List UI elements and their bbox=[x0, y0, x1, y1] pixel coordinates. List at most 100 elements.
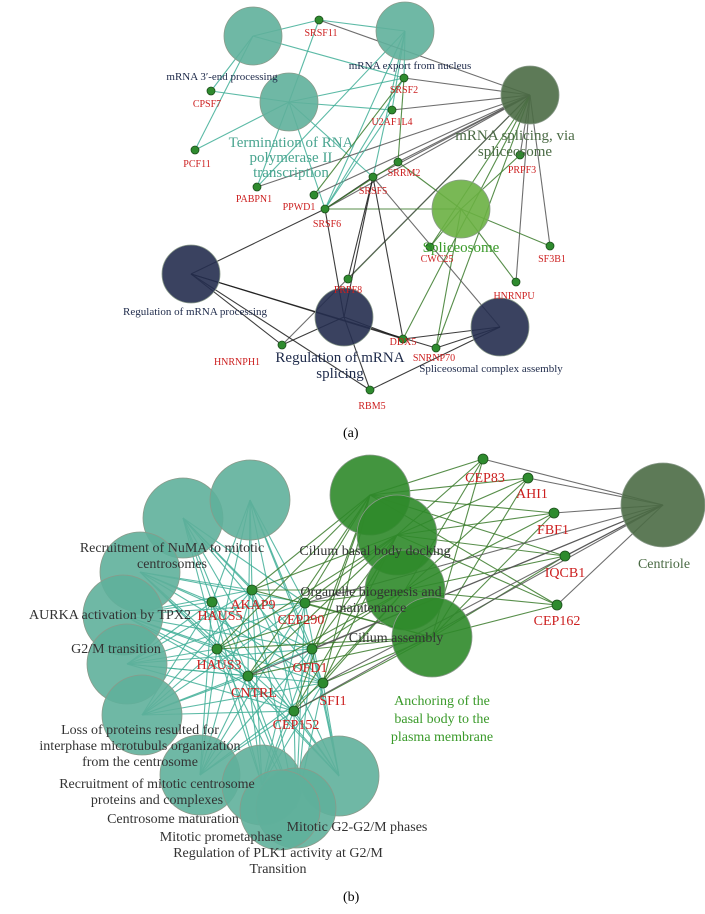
panel-b-gene-label: AHI1 bbox=[516, 487, 548, 502]
panel-b-gene-node bbox=[299, 597, 311, 609]
edge bbox=[318, 19, 531, 96]
edge bbox=[347, 176, 374, 280]
panel-b-gene-node bbox=[211, 643, 223, 655]
panel-a-gene-label: PABPN1 bbox=[236, 194, 272, 205]
panel-b-gene-node bbox=[559, 550, 571, 562]
panel-b-gene-label: OFD1 bbox=[292, 661, 327, 676]
panel-b-term-label: Centriole bbox=[638, 557, 690, 572]
panel-b-term-node bbox=[101, 674, 183, 756]
panel-a-gene-label: CWC25 bbox=[421, 254, 454, 265]
edges bbox=[122, 19, 664, 809]
panel-b-term-node bbox=[391, 596, 473, 678]
panel-b-term-node bbox=[239, 769, 321, 851]
panel-a-term-node bbox=[259, 72, 319, 132]
panel-a-gene-node bbox=[309, 190, 319, 200]
panel-a-gene-node bbox=[515, 150, 525, 160]
panel-a-gene-label: PPWD1 bbox=[283, 202, 316, 213]
panel-a-gene-node bbox=[398, 334, 408, 344]
edge bbox=[515, 94, 531, 283]
panel-a-term-node bbox=[223, 6, 283, 66]
edge bbox=[322, 504, 664, 684]
panel-a-gene-label: HNRNPH1 bbox=[214, 357, 260, 368]
panel-b-term-label: Cilium assembly bbox=[349, 631, 444, 646]
panel-a-gene-label: SNRNP70 bbox=[413, 353, 455, 364]
edge bbox=[190, 273, 371, 391]
panel-a-gene-label: PCF11 bbox=[183, 159, 210, 170]
panel-a-gene-node bbox=[314, 15, 324, 25]
edge bbox=[324, 161, 399, 210]
panel-a-gene-node bbox=[387, 105, 397, 115]
panel-a-term-label: mRNA export from nucleus bbox=[349, 60, 472, 72]
panel-b-gene-label: CEP290 bbox=[278, 613, 325, 628]
panel-label-a: (a) bbox=[343, 426, 359, 441]
edge bbox=[372, 176, 404, 340]
edge bbox=[324, 109, 393, 210]
panel-a-term-node bbox=[470, 297, 530, 357]
panel-b-gene-label: HAUS5 bbox=[197, 609, 242, 624]
edge bbox=[256, 30, 406, 188]
panel-b-gene-node bbox=[522, 472, 534, 484]
panel-b-term-node bbox=[620, 462, 705, 548]
panel-a-gene-node bbox=[190, 145, 200, 155]
panel-b-term-label: Centrosome maturation bbox=[107, 812, 239, 827]
edge bbox=[256, 94, 531, 188]
panel-a-gene-node bbox=[545, 241, 555, 251]
panel-a-gene-node bbox=[252, 182, 262, 192]
edge bbox=[372, 176, 501, 328]
panel-b-gene-label: CEP152 bbox=[273, 718, 320, 733]
panel-a-gene-label: HNRNPU bbox=[493, 291, 535, 302]
panel-a-term-node bbox=[431, 179, 491, 239]
panel-a-gene-node bbox=[206, 86, 216, 96]
panel-b-gene-label: FBF1 bbox=[537, 523, 569, 538]
edge bbox=[324, 30, 406, 210]
panel-b-gene-node bbox=[317, 677, 329, 689]
panel-b-gene-node bbox=[551, 599, 563, 611]
panel-b-gene-label: CNTRL bbox=[231, 686, 277, 701]
panel-b-gene-node bbox=[477, 453, 489, 465]
panel-b-gene-label: CEP83 bbox=[465, 471, 505, 486]
gene-nodes bbox=[190, 15, 571, 717]
panel-a-gene-label: U2AF1L4 bbox=[371, 117, 412, 128]
panel-a-gene-node bbox=[368, 172, 378, 182]
panel-a-gene-node bbox=[399, 73, 409, 83]
panel-a-term-node bbox=[314, 287, 374, 347]
panel-a-term-node bbox=[375, 1, 435, 61]
panel-b-gene-label: SFI1 bbox=[319, 694, 346, 709]
panel-b-gene-node bbox=[206, 596, 218, 608]
edge bbox=[324, 77, 405, 210]
panel-b-gene-label: CEP162 bbox=[534, 614, 581, 629]
panel-b-gene-label: AKAP9 bbox=[230, 598, 275, 613]
panel-a-gene-node bbox=[511, 277, 521, 287]
panel-b-gene-node bbox=[246, 584, 258, 596]
panel-label-b: (b) bbox=[343, 890, 360, 905]
panel-a-gene-label: SRSF5 bbox=[359, 186, 387, 197]
panel-a-term-label: Spliceosomal complex assembly bbox=[419, 363, 563, 375]
panel-a-gene-node bbox=[365, 385, 375, 395]
panel-a-gene-label: SRSF11 bbox=[305, 28, 338, 39]
panel-a-gene-label: SF3B1 bbox=[538, 254, 566, 265]
panel-a-gene-node bbox=[320, 204, 330, 214]
panel-a-gene-label: CPSF7 bbox=[193, 99, 221, 110]
panel-b-gene-node bbox=[306, 643, 318, 655]
panel-a-term-label: Regulation of mRNA processing bbox=[123, 306, 267, 318]
edge bbox=[313, 94, 531, 196]
panel-b-gene-node bbox=[288, 705, 300, 717]
panel-a-gene-label: RBM5 bbox=[358, 401, 385, 412]
labels: SRSF11SRSF2CPSF7U2AF1L4PCF11PRPF3SRRM2PA… bbox=[29, 28, 690, 877]
panel-b-term-label: Mitotic prometaphase bbox=[160, 830, 282, 845]
panel-b-term-label: AURKA activation by TPX2 bbox=[29, 608, 191, 623]
panel-b-term-label: G2/M transition bbox=[71, 642, 161, 657]
panel-a-gene-node bbox=[393, 157, 403, 167]
panel-a-gene-node bbox=[425, 242, 435, 252]
panel-b-gene-label: HAUS3 bbox=[196, 658, 241, 673]
edge bbox=[324, 94, 531, 210]
